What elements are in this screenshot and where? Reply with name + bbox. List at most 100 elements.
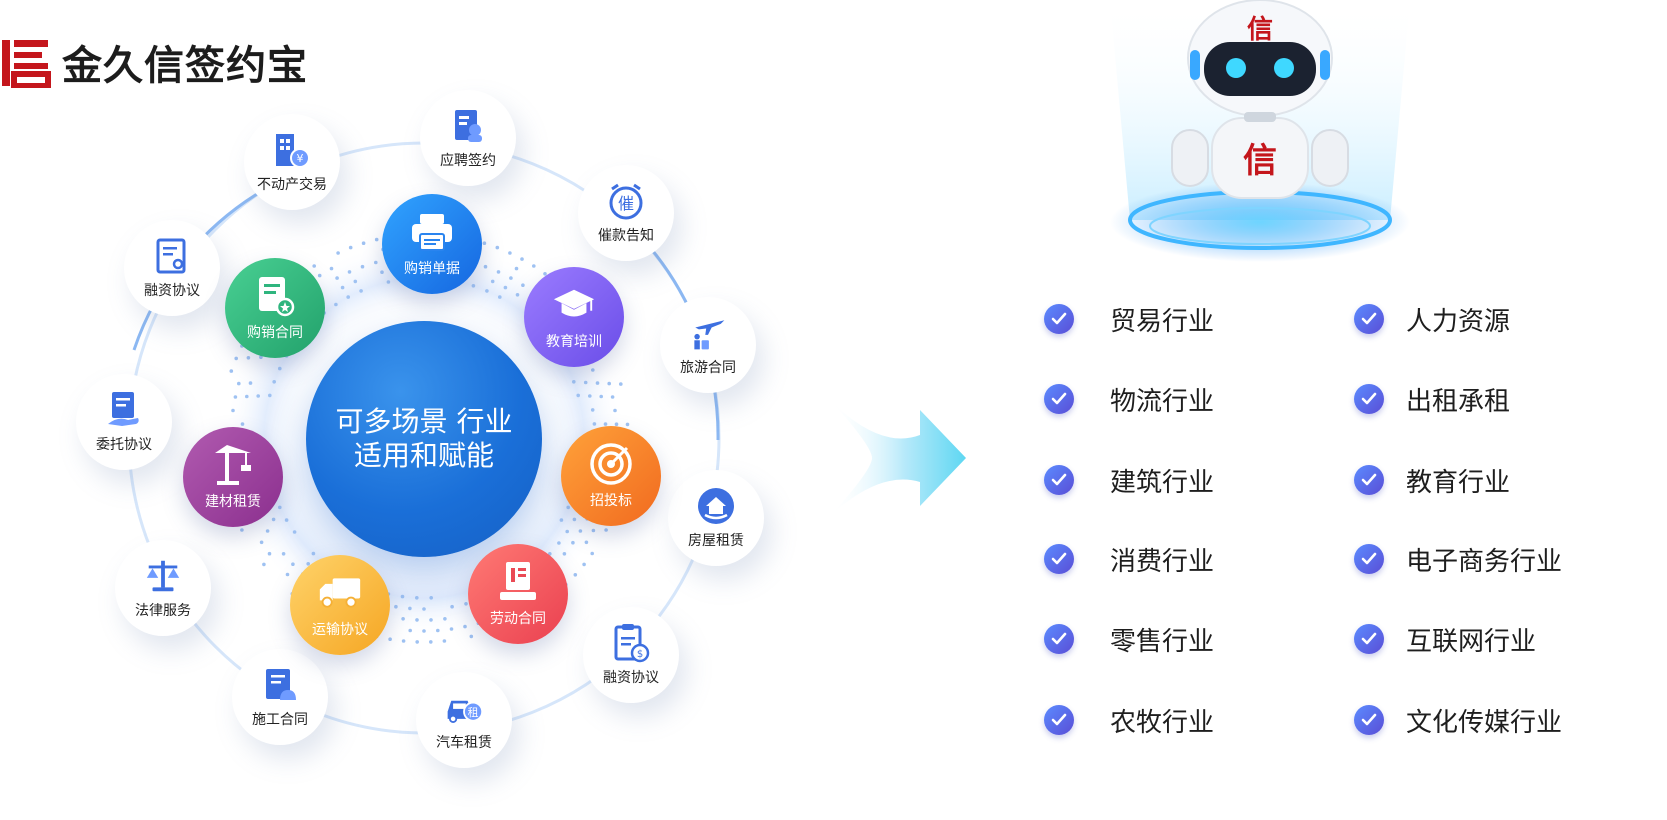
halo-dot [532, 264, 536, 268]
halo-dot [450, 627, 454, 631]
house-hand-icon [696, 486, 736, 526]
halo-dot [241, 422, 245, 426]
checkmark-icon [1044, 705, 1074, 735]
halo-dot [443, 639, 447, 643]
scenario-house-rental[interactable]: 房屋租赁 [668, 470, 764, 566]
industry-name: 互联网行业 [1406, 621, 1536, 658]
industry-item: 出租承租 [1354, 382, 1510, 416]
halo-dot [249, 381, 253, 385]
crane-icon [211, 443, 255, 487]
industry-item: 零售行业 [1044, 622, 1214, 656]
checkmark-icon [1044, 624, 1074, 654]
industry-name: 电子商务行业 [1406, 541, 1562, 578]
halo-dot [436, 629, 440, 633]
scenario-legal-service[interactable]: 法律服务 [115, 540, 211, 636]
halo-dot [262, 563, 266, 567]
industry-item: 农牧行业 [1044, 703, 1214, 737]
halo-dot [573, 518, 577, 522]
scenario-label: 应聘签约 [440, 150, 496, 170]
halo-dot [374, 261, 378, 265]
scenario-label: 运输协议 [312, 619, 368, 639]
halo-dot [334, 303, 338, 307]
alarm-clock-icon: 催 [606, 181, 646, 221]
halo-dot [611, 395, 615, 399]
industry-name: 教育行业 [1406, 462, 1510, 499]
halo-dot [557, 541, 561, 545]
scenario-car-rental[interactable]: 租 汽车租赁 [416, 672, 512, 768]
halo-dot [354, 280, 358, 284]
halo-dot [626, 423, 630, 427]
halo-dot [572, 380, 576, 384]
svg-text:信: 信 [1247, 15, 1273, 45]
halo-dot [282, 552, 286, 556]
halo-dot [341, 286, 345, 290]
document-seal-icon [152, 236, 192, 276]
industry-item: 教育行业 [1354, 463, 1510, 497]
scenario-payment-reminder[interactable]: 催 催款告知 [578, 165, 674, 261]
scenario-label: 法律服务 [135, 600, 191, 620]
scenario-education-training[interactable]: 教育培训 [524, 267, 624, 367]
industry-name: 文化传媒行业 [1406, 702, 1562, 739]
halo-dot [485, 289, 489, 293]
scenario-label: 融资协议 [144, 280, 200, 300]
halo-dot [401, 617, 405, 621]
halo-dot [260, 541, 264, 545]
halo-dot [498, 295, 502, 299]
scenario-entrust-agreement[interactable]: 委托协议 [76, 374, 172, 470]
halo-dot [472, 284, 476, 288]
scenario-label: 劳动合同 [490, 608, 546, 628]
right-arrow-icon [820, 380, 980, 530]
halo-dot [415, 640, 419, 644]
halo-dot [483, 241, 487, 245]
hand-document-icon [104, 390, 144, 430]
contract-star-icon [253, 274, 297, 318]
halo-dot [443, 617, 447, 621]
halo-dot [380, 270, 384, 274]
industry-name: 人力资源 [1406, 301, 1510, 338]
scenario-building-materials-rental[interactable]: 建材租赁 [183, 427, 283, 527]
scenario-sales-contract[interactable]: 购销合同 [225, 258, 325, 358]
halo-dot [336, 251, 340, 255]
checkmark-icon [1354, 544, 1384, 574]
scenario-label: 旅游合同 [680, 357, 736, 377]
halo-dot [268, 394, 272, 398]
halo-dot [574, 573, 578, 577]
helmet-document-icon [260, 665, 300, 705]
scenario-financing-agreement[interactable]: $ 融资协议 [583, 607, 679, 703]
industry-item: 电子商务行业 [1354, 542, 1562, 576]
building-yen-icon: ¥ [272, 130, 312, 170]
halo-dot [563, 552, 567, 556]
halo-dot [497, 270, 501, 274]
scenario-real-estate[interactable]: ¥ 不动产交易 [244, 114, 340, 210]
halo-dot [362, 241, 366, 245]
halo-dot [470, 635, 474, 639]
scenario-resume[interactable]: 应聘签约 [420, 90, 516, 186]
checkmark-icon [1044, 544, 1074, 574]
halo-dot [285, 518, 289, 522]
halo-dot [521, 283, 525, 287]
scenario-bidding[interactable]: 招投标 [561, 426, 661, 526]
scenario-financing-agreement-2[interactable]: 融资协议 [124, 220, 220, 316]
robot-mascot: 信 信 [1090, 0, 1430, 280]
industry-item: 文化传媒行业 [1354, 703, 1562, 737]
center-headline: 可多场景 行业 适用和赋能 [306, 321, 542, 557]
halo-dot [318, 274, 322, 278]
graduation-cap-icon [552, 283, 596, 327]
scenario-construction-contract[interactable]: 施工合同 [232, 649, 328, 745]
scenario-travel-contract[interactable]: 旅游合同 [660, 297, 756, 393]
halo-dot [348, 270, 352, 274]
halo-dot [509, 276, 513, 280]
scenario-purchase-receipt[interactable]: 购销单据 [382, 194, 482, 294]
scenario-labor-contract[interactable]: 劳动合同 [468, 544, 568, 644]
industry-name: 零售行业 [1110, 621, 1214, 658]
industry-item: 贸易行业 [1044, 302, 1214, 336]
halo-dot [591, 368, 595, 372]
scenario-label: 房屋租赁 [688, 530, 744, 550]
document-pen-icon [496, 560, 540, 604]
svg-text:¥: ¥ [297, 152, 304, 165]
halo-dot [234, 395, 238, 399]
svg-text:催: 催 [618, 194, 634, 213]
scenario-label: 购销单据 [404, 258, 460, 278]
scenario-transport-agreement[interactable]: 运输协议 [290, 555, 390, 655]
halo-dot [463, 625, 467, 629]
